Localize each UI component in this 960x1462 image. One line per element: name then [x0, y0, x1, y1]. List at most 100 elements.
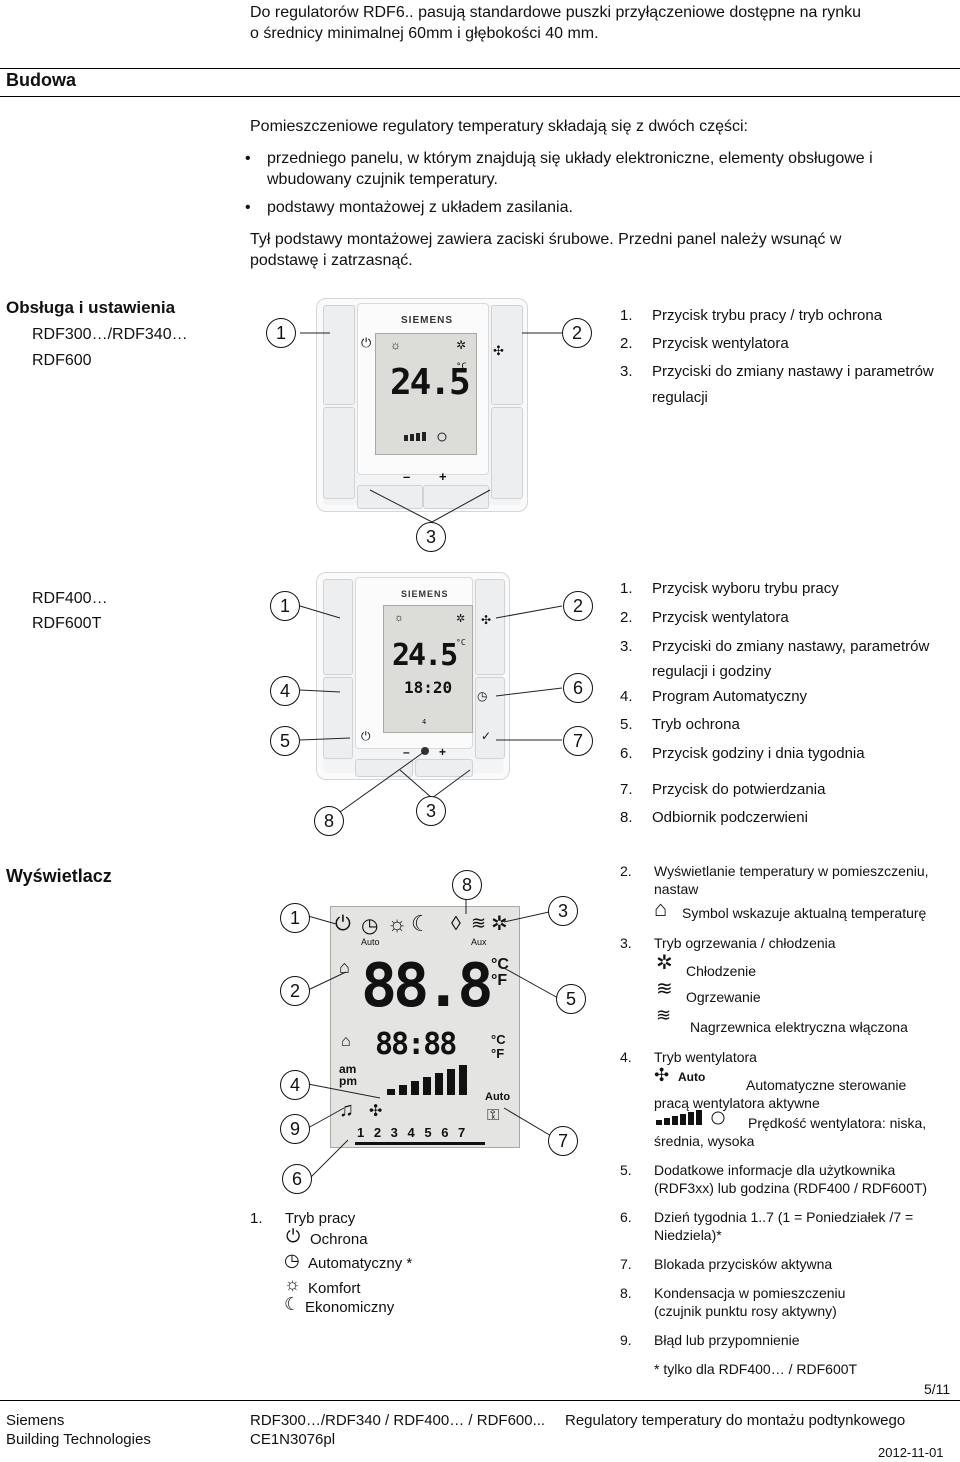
plus-label: + [439, 469, 447, 484]
list-item-text: Przycisk godziny i dnia tygodnia [652, 745, 865, 762]
list-item-text: (czujnik punktu rosy aktywny) [654, 1303, 837, 1319]
list-item-text: Tryb ochrona [652, 716, 740, 733]
fan-icon: ✣ [654, 1065, 670, 1085]
mode-protection-label: Ochrona [310, 1231, 368, 1248]
callout-2: 2 [563, 591, 593, 621]
sun-icon: ☼ [394, 612, 405, 624]
check-icon: ✓ [481, 729, 492, 743]
side-panel-right [475, 677, 505, 759]
callout-1: 1 [280, 903, 310, 933]
list-item-number: 4. [620, 1049, 632, 1065]
footer-title: Regulatory temperatury do montażu podtyn… [565, 1412, 906, 1429]
lcd-screen: 24.5 °C 18:20 4 ☼ ✲ [383, 605, 473, 733]
budowa-text-2-line-1: Tył podstawy montażowej zawiera zaciski … [250, 231, 842, 248]
footer-date: 2012-11-01 [878, 1445, 944, 1460]
power-icon: ⏻ [361, 335, 372, 350]
sun-icon: ☼ [390, 338, 401, 352]
list-item-number: 7. [620, 781, 633, 798]
intro-line-2: o średnicy minimalnej 60mm i głębokości … [250, 25, 599, 42]
callout-1: 1 [270, 591, 300, 621]
list-item-number: 3. [620, 638, 633, 655]
side-panel-right [491, 407, 523, 499]
footer-company: Siemens Building Technologies [6, 1411, 151, 1449]
lcd-unit: °C [456, 362, 467, 372]
list-item-text: Kondensacja w pomieszczeniu [654, 1285, 846, 1301]
callout-6: 6 [282, 1164, 312, 1194]
mode-comfort-label: Komfort [308, 1280, 361, 1297]
list-item-number: 1. [620, 307, 633, 324]
section-rule [0, 96, 960, 97]
list-item-number: 5. [620, 1162, 632, 1178]
list-item-text: Przycisk wentylatora [652, 335, 789, 352]
house-icon: ⌂ [654, 896, 668, 921]
budowa-bullet-1-line-2: wbudowany czujnik temperatury. [267, 171, 498, 188]
power-icon: ⏻ [361, 729, 371, 743]
power-icon: ⏻ [286, 1226, 301, 1246]
sun-icon: ☼ [387, 911, 408, 936]
lcd-weekdays: 1 2 3 4 5 6 7 [357, 1125, 469, 1140]
lcd-auto-label: Auto [361, 937, 380, 947]
brand-logo: SIEMENS [401, 589, 449, 599]
house-icon: ⌂ [339, 957, 350, 977]
fan-icon: ✣ [369, 1103, 383, 1120]
footer-doc: RDF300…/RDF340 / RDF400… / RDF600... CE1… [250, 1411, 545, 1449]
power-icon: ⏻ [335, 913, 351, 935]
side-button-right [475, 579, 505, 675]
fan-speed-text-1: Prędkość wentylatora: niska, [748, 1115, 927, 1131]
list-item-text: nastaw [654, 881, 699, 897]
brand-logo: SIEMENS [401, 315, 454, 326]
list-item-text: Tryb pracy [285, 1210, 356, 1227]
fan-icon: ✣ [481, 613, 492, 627]
footer-rule [0, 1400, 960, 1401]
side-button-left [323, 579, 353, 675]
thermostat-rdf400-image: SIEMENS 24.5 °C 18:20 4 ☼ ✲ ⏻ ◷ ✓ ✣ – + [316, 572, 510, 780]
lcd-temperature: 24.5 [390, 362, 471, 403]
intro-line-1: Do regulatorów RDF6.. pasują standardowe… [250, 4, 861, 21]
list-item-number: 2. [620, 335, 633, 352]
callout-lines-2 [299, 605, 563, 813]
list-item-text: Odbiornik podczerwieni [652, 809, 808, 826]
side-panel-left [323, 677, 353, 759]
aux-heating-icon: ≋ [656, 1005, 672, 1025]
lcd-unit-f: °F [491, 972, 508, 989]
plus-button [415, 759, 473, 777]
list-item-number: 4. [620, 688, 633, 705]
list-item-number: 3. [620, 363, 633, 380]
list-item-number: 8. [620, 809, 633, 826]
moon-icon: ☾ [411, 911, 431, 936]
lcd-aux-label: Aux [471, 937, 487, 947]
lcd-time: 18:20 [404, 678, 453, 697]
bell-icon: ♫ [339, 1099, 354, 1121]
list-item-text: Przycisk wentylatora [652, 609, 789, 626]
list-item-text-continued: regulacji [652, 389, 708, 406]
heating-icon: ≋ [471, 913, 487, 933]
lcd-unit: °C [456, 638, 466, 647]
budowa-text: Pomieszczeniowe regulatory temperatury s… [250, 118, 748, 135]
budowa-text-2-line-2: podstawę i zatrzasnąć. [250, 252, 413, 269]
callout-2: 2 [562, 318, 592, 348]
list-item-text: (RDF3xx) lub godzina (RDF400 / RDF600T) [654, 1180, 928, 1196]
cooling-icon: ✲ [656, 952, 673, 974]
mode-auto-label: Automatyczny * [308, 1255, 413, 1272]
list-item-text: Tryb ogrzewania / chłodzenia [654, 935, 836, 951]
page-number: 5/11 [924, 1381, 951, 1397]
callout-5: 5 [270, 726, 300, 756]
model-label-rdf600: RDF600 [32, 352, 92, 369]
list-item-text: Niedziela)* [654, 1227, 722, 1243]
lcd-weekday-bar [355, 1142, 485, 1145]
heating-label: Ogrzewanie [686, 989, 761, 1005]
lcd-fan-auto: Auto [485, 1091, 511, 1103]
list-item-text: Przycisk trybu pracy / tryb ochrona [652, 307, 883, 324]
lcd-big-digits: 88.8 [361, 951, 493, 1021]
model-label-rdf400: RDF400… [32, 590, 108, 607]
lcd-screen: 24.5 °C ☼ ✲ [375, 333, 477, 455]
list-item-number: 5. [620, 716, 633, 733]
model-label-rdf300: RDF300…/RDF340… [32, 326, 188, 343]
aux-heater-label: Nagrzewnica elektryczna włączona [690, 1019, 908, 1035]
cooling-icon: ✲ [456, 338, 467, 352]
list-item-number: 3. [620, 935, 632, 951]
list-item-text-continued: regulacji i godziny [652, 663, 772, 680]
minus-label: – [403, 745, 410, 759]
callout-3: 3 [416, 796, 446, 826]
callout-3: 3 [548, 896, 578, 926]
